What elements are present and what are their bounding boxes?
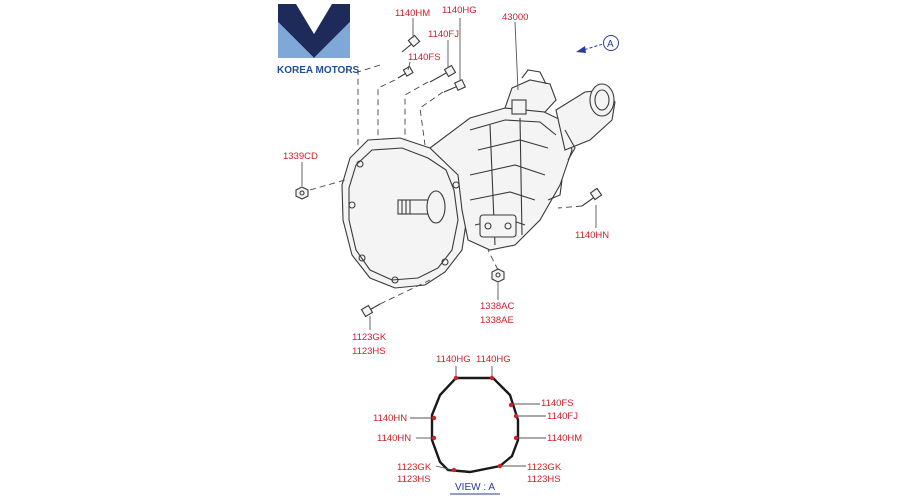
view-caption: VIEW : A	[455, 482, 495, 493]
view-label-right-1: 1140FS	[541, 398, 574, 409]
label-1338ae: 1338AE	[480, 315, 514, 326]
nut-1338ac-icon	[491, 268, 505, 283]
bolt-1140fj-icon	[429, 64, 457, 83]
label-43000: 43000	[502, 12, 528, 23]
view-label-right-2: 1140FJ	[547, 411, 578, 422]
label-1140hn: 1140HN	[575, 230, 609, 241]
leader-lines	[301, 18, 597, 330]
view-a-outline	[430, 375, 520, 474]
label-1140hm: 1140HM	[395, 8, 430, 19]
korea-motors-logo: KOREA MOTORS	[277, 4, 360, 76]
nut-1339cd-icon	[295, 186, 309, 200]
view-label-top-left: 1140HG	[436, 354, 471, 365]
bolt-1140hm-icon	[401, 34, 421, 53]
view-label-bottom-left-2: 1123HS	[397, 474, 431, 485]
label-1339cd: 1339CD	[283, 151, 318, 162]
view-a-leaders	[410, 366, 546, 471]
label-1123hs: 1123HS	[352, 346, 386, 357]
label-1140hg: 1140HG	[442, 5, 477, 16]
view-label-right-3: 1140HM	[547, 433, 582, 444]
label-1140fj: 1140FJ	[428, 29, 459, 40]
bolt-1140fs-icon	[397, 65, 414, 79]
assembly-lines	[309, 64, 583, 305]
view-label-top-right: 1140HG	[476, 354, 511, 365]
bolt-1123gk-icon	[360, 303, 381, 318]
brand-name: KOREA MOTORS	[277, 65, 360, 76]
view-label-left-1: 1140HN	[373, 413, 407, 424]
view-label-left-2: 1140HN	[377, 433, 411, 444]
label-1123gk: 1123GK	[352, 332, 387, 343]
view-label-bottom-left-1: 1123GK	[397, 462, 432, 473]
view-marker-letter: A	[607, 39, 614, 50]
view-label-bottom-right-2: 1123HS	[527, 474, 561, 485]
bolt-1140hg-icon	[443, 78, 467, 93]
view-a-marker: A	[576, 35, 619, 53]
view-label-bottom-right-1: 1123GK	[527, 462, 562, 473]
bolt-1140hn-icon	[581, 187, 603, 207]
transmission-assembly	[341, 69, 616, 289]
label-1338ac: 1338AC	[480, 301, 514, 312]
label-1140fs: 1140FS	[408, 52, 441, 63]
